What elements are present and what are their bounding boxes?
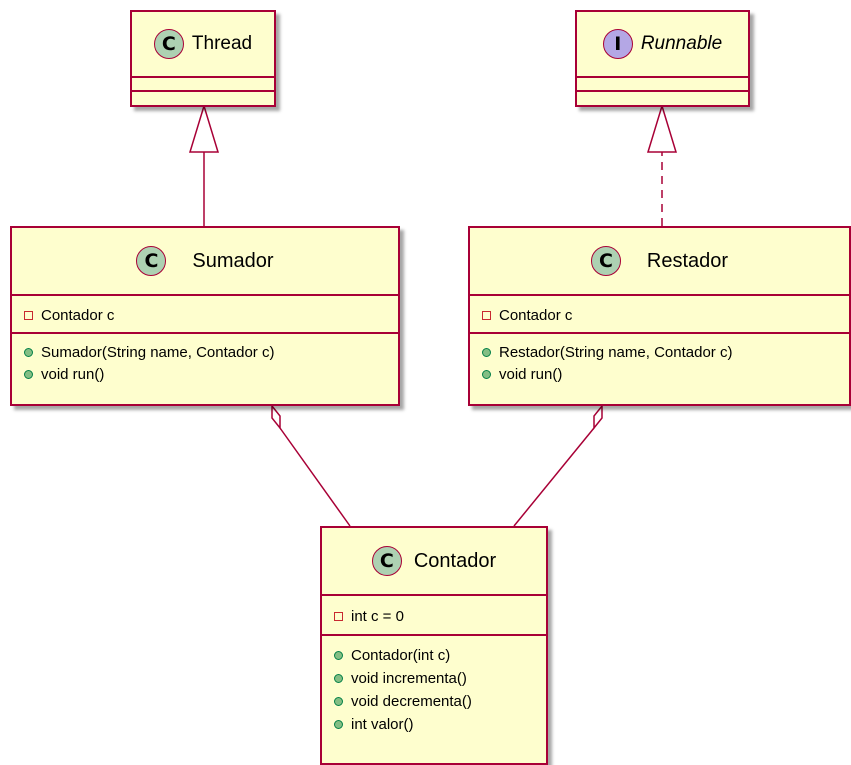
class-c-icon: C xyxy=(590,246,621,276)
public-icon xyxy=(334,651,343,660)
fields-section xyxy=(132,78,274,92)
methods-section xyxy=(577,92,748,105)
aggregation-restador-edge xyxy=(513,403,603,527)
inheritance-arrowhead xyxy=(188,103,220,153)
method-row: void decrementa() xyxy=(322,690,546,713)
public-icon xyxy=(334,697,343,706)
public-icon xyxy=(334,720,343,729)
class-name: Sumador xyxy=(192,249,274,272)
method-row: Contador(int c) xyxy=(322,644,546,667)
public-icon xyxy=(24,347,33,357)
class-header: C Thread xyxy=(132,12,274,78)
aggregation-sumador-edge xyxy=(271,403,351,527)
class-name: Restador xyxy=(646,249,729,272)
fields-section: Contador c xyxy=(12,296,398,334)
field-row: Contador c xyxy=(470,304,849,326)
public-icon xyxy=(482,369,491,379)
public-icon xyxy=(482,347,491,357)
class-sumador[interactable]: C Sumador Contador c Sumador(String name… xyxy=(10,226,400,406)
methods-section: Sumador(String name, Contador c) void ru… xyxy=(12,334,398,385)
method-row: void run() xyxy=(470,363,849,385)
field-row: int c = 0 xyxy=(322,605,546,627)
class-name: Runnable xyxy=(640,33,723,54)
class-c-icon: C xyxy=(153,29,184,59)
aggregation-diamond xyxy=(271,403,281,431)
private-icon xyxy=(482,310,491,320)
class-header: I Runnable xyxy=(577,12,748,78)
extends-thread-edge xyxy=(188,103,220,226)
public-icon xyxy=(334,674,343,683)
fields-section: Contador c xyxy=(470,296,849,334)
class-header: C Contador xyxy=(322,528,546,596)
public-icon xyxy=(24,369,33,379)
method-row: Restador(String name, Contador c) xyxy=(470,341,849,363)
private-icon xyxy=(24,310,33,320)
private-icon xyxy=(334,611,343,621)
method-row: void run() xyxy=(12,363,398,385)
implements-runnable-edge xyxy=(646,103,678,226)
methods-section xyxy=(132,92,274,105)
field-row: Contador c xyxy=(12,304,398,326)
class-header: C Sumador xyxy=(12,228,398,296)
aggregation-diamond xyxy=(593,403,603,431)
class-c-icon: C xyxy=(371,546,402,576)
interface-i-icon: I xyxy=(602,29,633,59)
method-row: Sumador(String name, Contador c) xyxy=(12,341,398,363)
class-c-icon: C xyxy=(136,246,167,276)
method-row: void incrementa() xyxy=(322,667,546,690)
class-contador[interactable]: C Contador int c = 0 Contador(int c) voi… xyxy=(320,526,548,765)
class-name: Thread xyxy=(191,33,253,54)
method-row: int valor() xyxy=(322,713,546,736)
methods-section: Contador(int c) void incrementa() void d… xyxy=(322,636,546,736)
realization-arrowhead xyxy=(646,103,678,153)
methods-section: Restador(String name, Contador c) void r… xyxy=(470,334,849,385)
fields-section xyxy=(577,78,748,92)
class-thread[interactable]: C Thread xyxy=(130,10,276,107)
interface-runnable[interactable]: I Runnable xyxy=(575,10,750,107)
class-header: C Restador xyxy=(470,228,849,296)
fields-section: int c = 0 xyxy=(322,596,546,636)
class-restador[interactable]: C Restador Contador c Restador(String na… xyxy=(468,226,851,406)
class-name: Contador xyxy=(413,549,497,572)
